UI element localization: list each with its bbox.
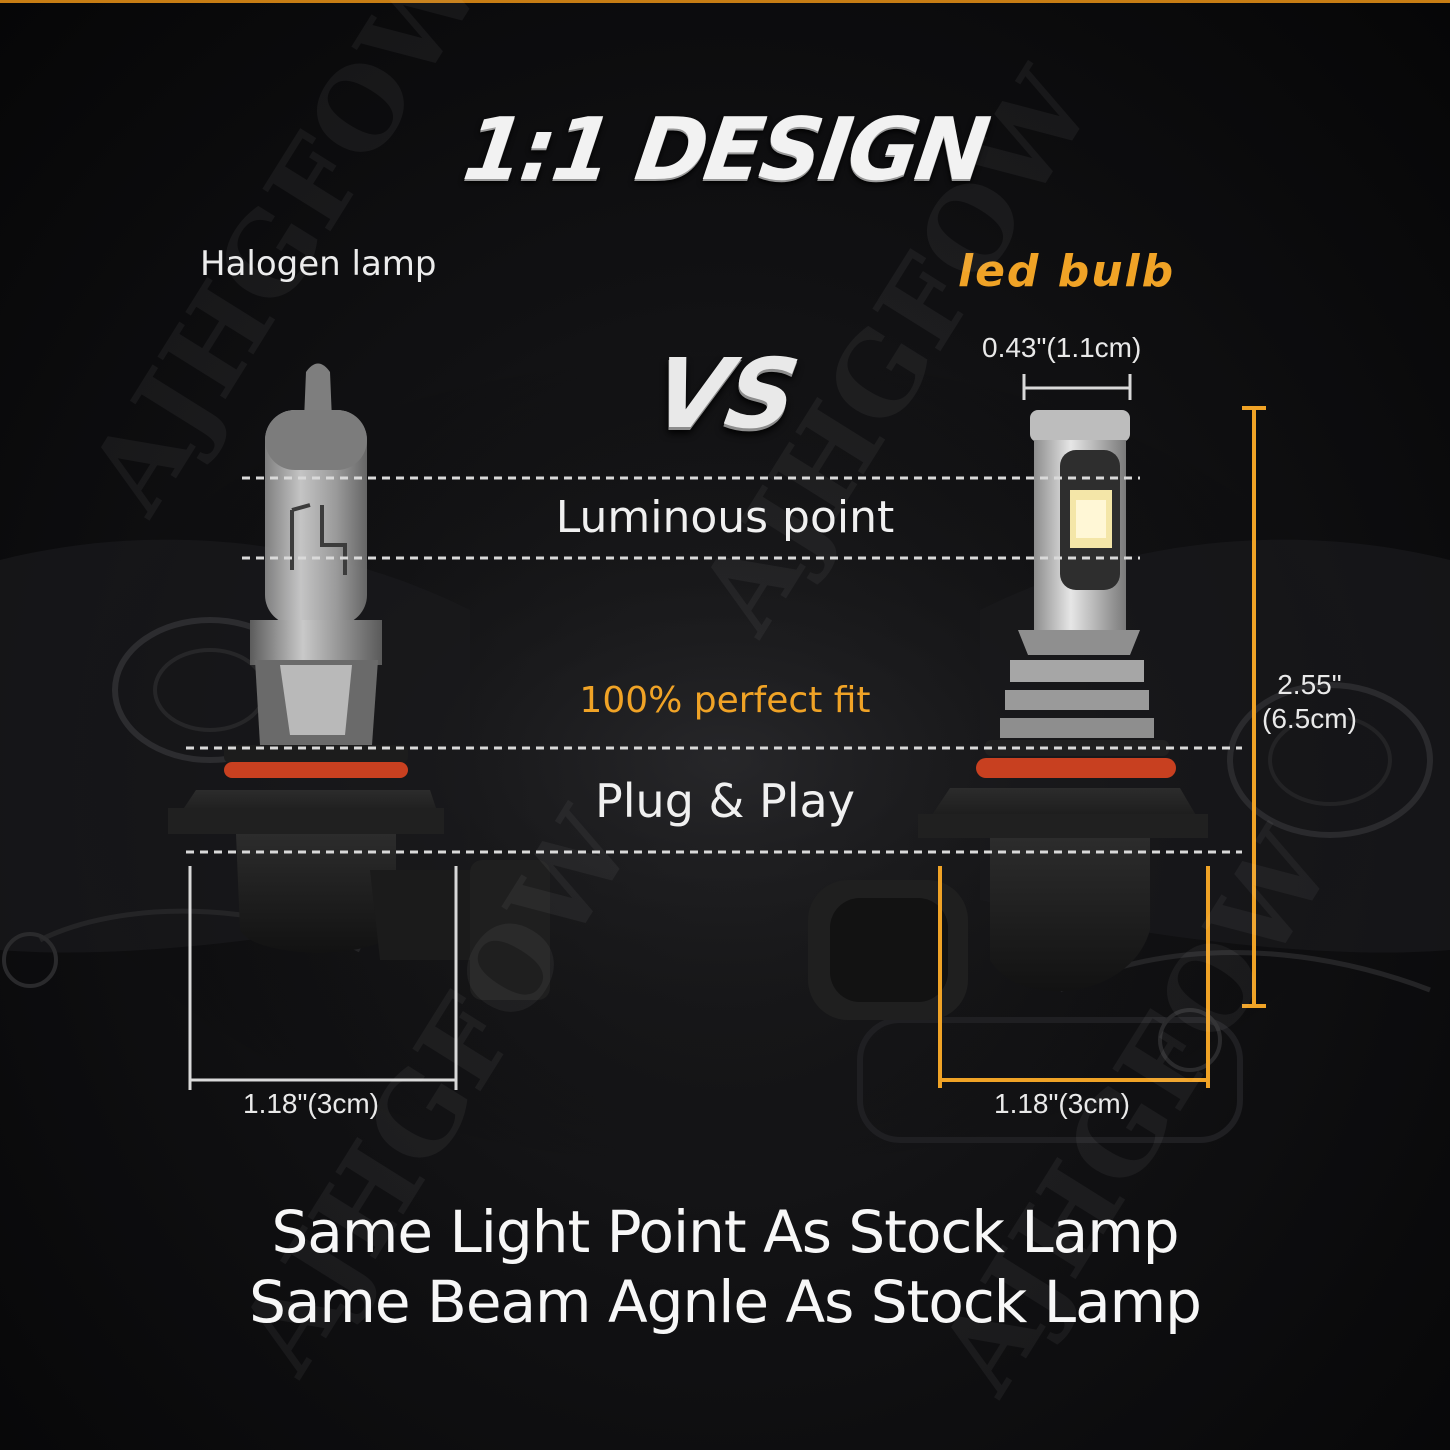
led-height-inches: 2.55" (1277, 669, 1342, 700)
led-base-width-label: 1.18"(3cm) (994, 1088, 1130, 1119)
luminous-point-label: Luminous point (555, 492, 895, 543)
perfect-fit-label: 100% perfect fit (579, 680, 871, 721)
halogen-base-width-label: 1.18"(3cm) (243, 1088, 379, 1119)
plug-and-play-label: Plug & Play (595, 774, 855, 828)
headline-title: 1:1 DESIGN (457, 100, 993, 200)
led-bulb-label: led bulb (958, 246, 1176, 297)
footer-line-light-point: Same Light Point As Stock Lamp (271, 1198, 1179, 1266)
led-top-width-label: 0.43"(1.1cm) (982, 332, 1142, 363)
vs-label: VS (645, 338, 805, 450)
led-height-cm: (6.5cm) (1262, 703, 1357, 734)
led-height-label: 2.55" (6.5cm) (1262, 668, 1357, 736)
footer-line-beam-angle: Same Beam Agnle As Stock Lamp (249, 1268, 1202, 1336)
halogen-lamp-label: Halogen lamp (200, 244, 437, 284)
